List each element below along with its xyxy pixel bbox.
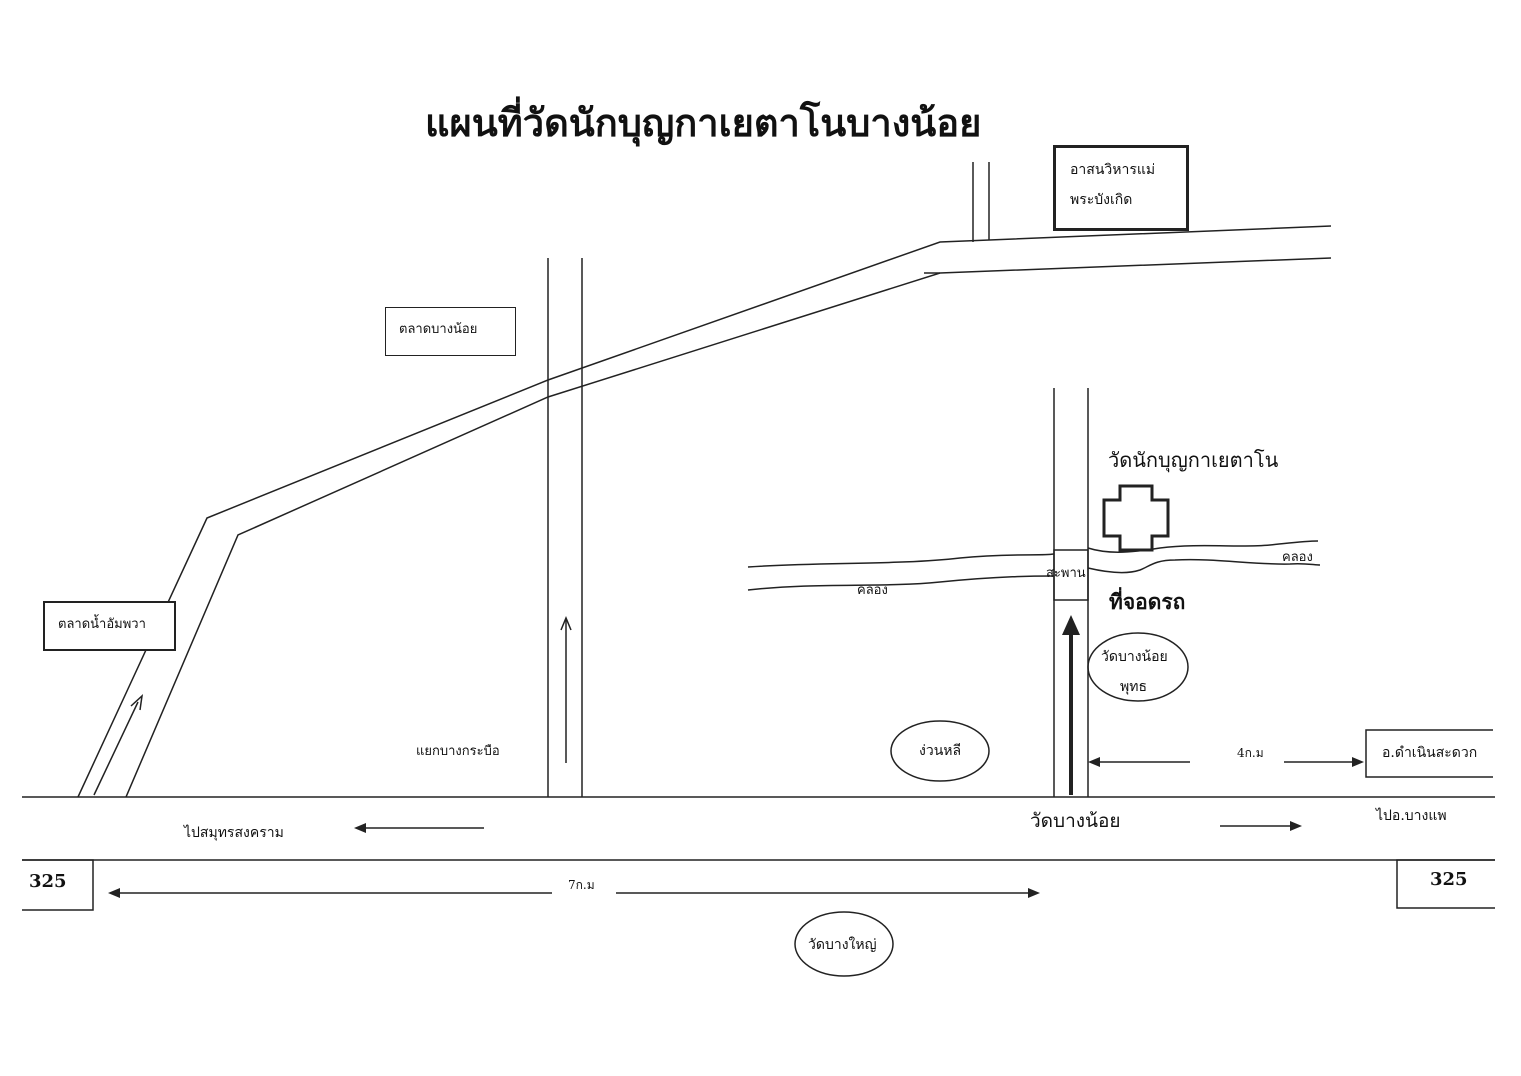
diagonal-road-edge-lower	[125, 257, 1332, 798]
arrow-7km-left-icon	[108, 888, 552, 898]
highway-number-right: 325	[1430, 869, 1468, 890]
damnoen-saduak-label: อ.ดำเนินสะดวก	[1382, 745, 1478, 761]
arrow-bang-khonthi-icon	[560, 616, 572, 763]
highway-number-box-right	[1396, 859, 1495, 909]
wat-bang-yai-ellipse	[794, 911, 894, 977]
distance-4km-label: 4ก.ม	[1237, 746, 1264, 760]
wat-bang-yai-label: วัดบางใหญ่	[808, 937, 877, 953]
ngon-li-label: ง่วนหลี	[919, 743, 962, 759]
arrow-church-head-icon	[1062, 615, 1080, 635]
diagonal-road-edge-upper	[77, 225, 1332, 798]
arrow-4km-left-icon	[1088, 757, 1190, 767]
bang-krabue-junction-label: แยกบางกระบือ	[416, 744, 500, 759]
canal-east-edge-upper	[1087, 540, 1319, 553]
highway-number-box-left	[22, 859, 94, 911]
bridge-label: สะพาน	[1046, 566, 1086, 581]
distance-7km-label: 7ก.ม	[568, 878, 595, 892]
damnoen-saduak-box	[1365, 729, 1493, 778]
canal-east-edge-lower	[1087, 558, 1321, 574]
highway-number-left: 325	[29, 871, 67, 892]
arrow-7km-right-icon	[616, 888, 1040, 898]
canal-label-east: คลอง	[1282, 550, 1313, 565]
wat-bangnoi-buddhist-label-line2: พุทธ	[1120, 679, 1148, 695]
arrow-4km-right-icon	[1284, 757, 1364, 767]
wat-bangnoi-buddhist-ellipse	[1087, 632, 1189, 702]
bangnoi-market-box: ตลาดบางน้อย	[385, 307, 516, 356]
wat-bangnoi-buddhist-label-line1: วัดบางน้อย	[1101, 649, 1168, 665]
page-title: แผนที่วัดนักบุญกาเยตาโนบางน้อย	[425, 101, 982, 145]
canal-label-west: คลอง	[857, 583, 888, 598]
to-samut-songkhram-label: ไปสมุทรสงคราม	[184, 825, 284, 841]
arrow-to-samut-songkhram-icon	[354, 823, 484, 833]
convent-label-line2: พระบังเกิด	[1070, 192, 1133, 208]
amphawa-market-box: ตลาดน้ำอัมพวา	[43, 601, 176, 651]
canal-edge-upper	[747, 553, 1055, 568]
arrow-amphawa-icon	[93, 694, 144, 796]
ngon-li-ellipse	[890, 720, 990, 782]
church-label: วัดนักบุญกาเยตาโน	[1108, 448, 1279, 472]
convent-label-line1: อาสนวิหารแม่	[1070, 162, 1156, 178]
convent-box: อาสนวิหารแม่ พระบังเกิด	[1053, 145, 1189, 231]
arrow-to-bang-phae-icon	[1220, 821, 1302, 831]
bangnoi-market-label: ตลาดบางน้อย	[399, 322, 478, 337]
church-cross-icon	[1102, 484, 1170, 552]
parking-label: ที่จอดรถ	[1109, 590, 1186, 614]
wat-bangnoi-label: วัดบางน้อย	[1030, 810, 1121, 832]
amphawa-market-label: ตลาดน้ำอัมพวา	[58, 617, 146, 632]
to-bang-phae-label: ไปอ.บางแพ	[1376, 808, 1447, 824]
canal-edge-lower	[747, 575, 1055, 591]
bridge-rect	[1053, 549, 1089, 601]
